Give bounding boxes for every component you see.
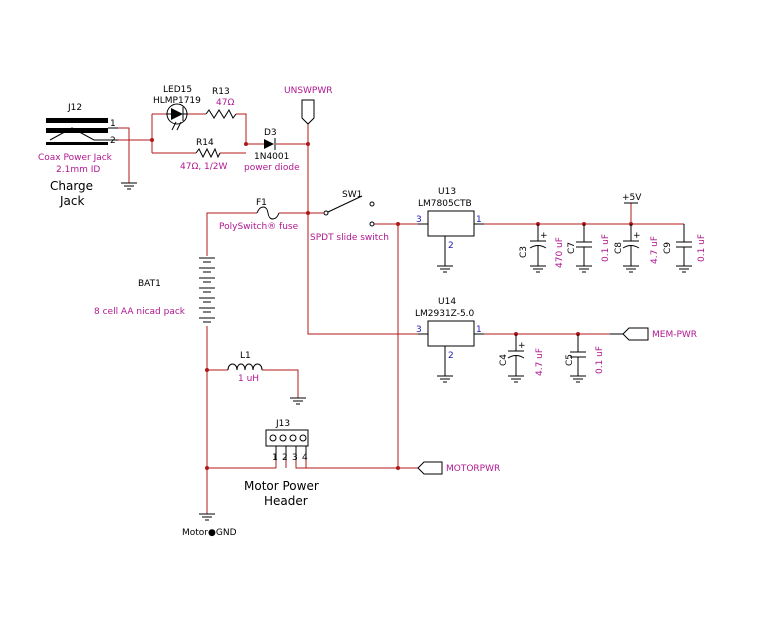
c3-value: 470 uF: [555, 237, 565, 268]
plus5v-label: +5V: [622, 193, 642, 203]
u14-ref: U14: [438, 297, 456, 307]
d3-diode-symbol: [264, 138, 276, 150]
r13-resistor-symbol: [205, 108, 237, 119]
u13-pin-gnd: 2: [448, 241, 454, 251]
j13-pin-4: 4: [302, 453, 308, 463]
coax-power-jack-symbol: [46, 118, 118, 145]
c8-capacitor-symbol: [622, 224, 640, 266]
r14-value: 47Ω, 1/2W: [180, 162, 228, 172]
motor-gnd-label: Motor●GND: [182, 528, 237, 538]
u14-regulator-body: [427, 320, 475, 347]
ground-icon-c5: [570, 375, 586, 383]
j12-desc2: 2.1mm ID: [56, 165, 100, 175]
charge-jack-label-line2: Jack: [59, 194, 84, 208]
c3-polarity: +: [540, 231, 548, 241]
d3-ref: D3: [264, 128, 277, 138]
r14-resistor-symbol: [195, 147, 221, 159]
ground-icon-c8: [623, 265, 639, 273]
u14-pin-gnd: 2: [448, 351, 454, 361]
u13-pin-in: 3: [416, 215, 422, 225]
motor-power-header-line2: Header: [264, 494, 308, 508]
ground-icon-motor: [199, 513, 215, 521]
ground-icon-c7: [576, 265, 592, 273]
c8-polarity: +: [633, 231, 641, 241]
j12-ref: J12: [67, 103, 82, 113]
r14-ref: R14: [196, 138, 214, 148]
f1-ref: F1: [256, 198, 267, 208]
c9-ref: C9: [663, 242, 673, 254]
r13-ref: R13: [212, 87, 230, 97]
sw1-ref: SW1: [342, 190, 362, 200]
charge-jack-label-line1: Charge: [50, 179, 93, 193]
c8-ref: C8: [614, 242, 624, 254]
c4-polarity: +: [518, 341, 526, 351]
u13-pin-out: 1: [476, 215, 482, 225]
u13-ref: U13: [438, 187, 456, 197]
ground-symbols: [121, 182, 692, 521]
c9-value: 0.1 uF: [697, 234, 707, 262]
c4-ref: C4: [499, 354, 509, 366]
u13-regulator-body: [427, 210, 475, 237]
motor-power-header-line1: Motor Power: [244, 479, 319, 493]
c4-value: 4.7 uF: [535, 348, 545, 376]
j13-ref: J13: [275, 419, 290, 429]
u13-part: LM7805CTB: [418, 199, 472, 209]
l1-ref: L1: [240, 351, 251, 361]
led15-symbol: [166, 103, 188, 131]
j13-pin-3: 3: [292, 453, 298, 463]
mem-pwr-label: MEM-PWR: [652, 330, 697, 340]
bat1-ref: BAT1: [138, 279, 161, 289]
bat1-desc: 8 cell AA nicad pack: [94, 307, 186, 317]
c5-ref: C5: [565, 354, 575, 366]
j12-pin2: 2: [110, 136, 116, 146]
c3-ref: C3: [519, 246, 529, 258]
ground-icon-l1: [290, 397, 306, 405]
led15-ref: LED15: [163, 85, 192, 95]
d3-part: 1N4001: [254, 152, 289, 162]
ground-icon-u13: [437, 265, 453, 273]
l1-inductor-symbol: [227, 363, 263, 371]
motorpwr-net-flag: [417, 461, 443, 475]
r13-value: 47Ω: [216, 98, 234, 108]
c7-value: 0.1 uF: [601, 234, 611, 262]
d3-desc: power diode: [244, 163, 300, 173]
junction-dots: [150, 138, 633, 470]
c5-capacitor-symbol: [570, 334, 586, 376]
f1-desc: PolySwitch® fuse: [219, 222, 299, 232]
c7-capacitor-symbol: [576, 224, 592, 266]
u14-pin-in: 3: [416, 325, 422, 335]
u14-part: LM2931Z-5.0: [415, 309, 475, 319]
j13-pin-1: 1: [272, 453, 278, 463]
ground-icon-c4: [508, 375, 524, 383]
c5-value: 0.1 uF: [595, 346, 605, 374]
ground-icon-c3: [530, 265, 546, 273]
motorpwr-label: MOTORPWR: [446, 464, 500, 474]
ground-icon-u14: [437, 375, 453, 383]
c9-capacitor-symbol: [676, 224, 692, 266]
l1-value: 1 uH: [238, 374, 259, 384]
bat1-battery-symbol: [199, 257, 215, 323]
c8-value: 4.7 uF: [650, 236, 660, 264]
c3-capacitor-symbol: [529, 224, 547, 266]
sw1-desc: SPDT slide switch: [310, 233, 389, 243]
unswpwr-net-flag: [301, 99, 315, 125]
sw1-switch-symbol: [308, 195, 375, 227]
wires: [118, 113, 684, 514]
u14-pin-out: 1: [476, 325, 482, 335]
ground-icon-j12: [121, 182, 137, 190]
f1-fuse-symbol: [256, 206, 280, 220]
j13-pin-2: 2: [282, 453, 288, 463]
j12-desc1: Coax Power Jack: [38, 153, 113, 163]
ground-icon-c9: [676, 265, 692, 273]
j13-header-symbol: [265, 429, 309, 468]
c4-capacitor-symbol: [507, 334, 525, 376]
led15-part: HLMP1719: [153, 96, 201, 106]
j12-pin1: 1: [110, 119, 116, 129]
c7-ref: C7: [567, 242, 577, 254]
mem-pwr-net-flag: [610, 327, 649, 341]
unswpwr-label: UNSWPWR: [284, 86, 333, 96]
